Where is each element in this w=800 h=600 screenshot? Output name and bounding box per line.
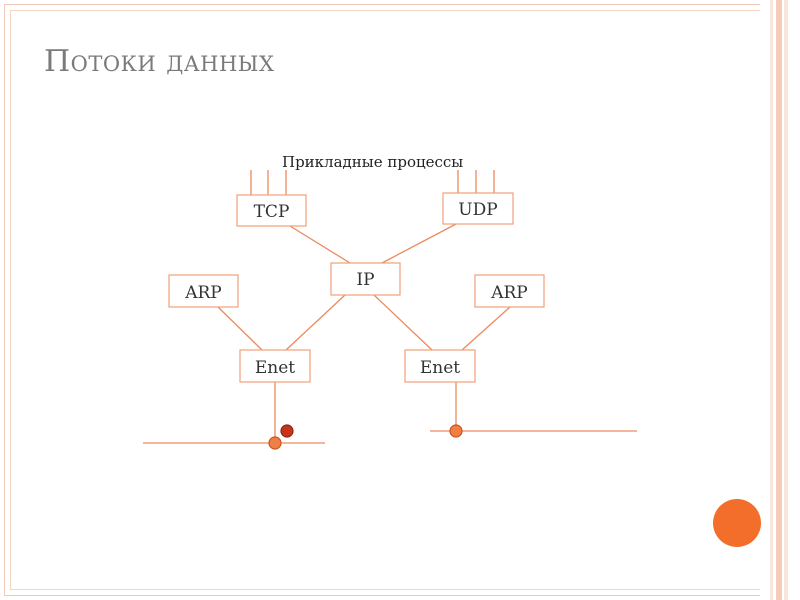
node-tcp-box <box>236 194 307 227</box>
link-tcp-ip <box>289 225 351 264</box>
node-ip-label: IP <box>356 270 374 290</box>
node-enet-left: Enet <box>239 349 311 383</box>
link-ip-enet-left <box>285 294 346 351</box>
link-arp-left-enet <box>217 306 263 351</box>
node-tcp: TCP <box>236 194 307 227</box>
link-ip-enet-right <box>373 294 433 351</box>
data-packet-marker <box>280 424 294 438</box>
diagram-caption: Прикладные процессы <box>282 153 463 171</box>
node-udp-box <box>442 192 514 225</box>
node-enet-right: Enet <box>404 349 476 383</box>
link-udp-ip <box>381 223 457 264</box>
node-tcp-label: TCP <box>254 202 290 222</box>
node-arp-left-label: ARP <box>184 283 222 303</box>
connection-point-left <box>268 436 282 450</box>
node-udp: UDP <box>442 192 514 225</box>
accent-circle <box>713 499 761 547</box>
node-udp-label: UDP <box>458 200 497 220</box>
node-ip-box <box>330 262 401 296</box>
slide-title: Потоки данных <box>44 44 275 79</box>
node-arp-right: ARP <box>474 274 545 308</box>
node-enet-right-box <box>404 349 476 383</box>
link-arp-right-enet <box>461 306 511 351</box>
node-enet-right-label: Enet <box>420 358 460 378</box>
node-ip: IP <box>330 262 401 296</box>
node-enet-left-label: Enet <box>255 358 295 378</box>
node-arp-left: ARP <box>168 274 239 308</box>
connection-point-right <box>449 424 463 438</box>
node-enet-left-box <box>239 349 311 383</box>
node-arp-left-box <box>168 274 239 308</box>
decorative-stripes <box>760 0 800 600</box>
node-arp-right-box <box>474 274 545 308</box>
node-arp-right-label: ARP <box>490 283 528 303</box>
